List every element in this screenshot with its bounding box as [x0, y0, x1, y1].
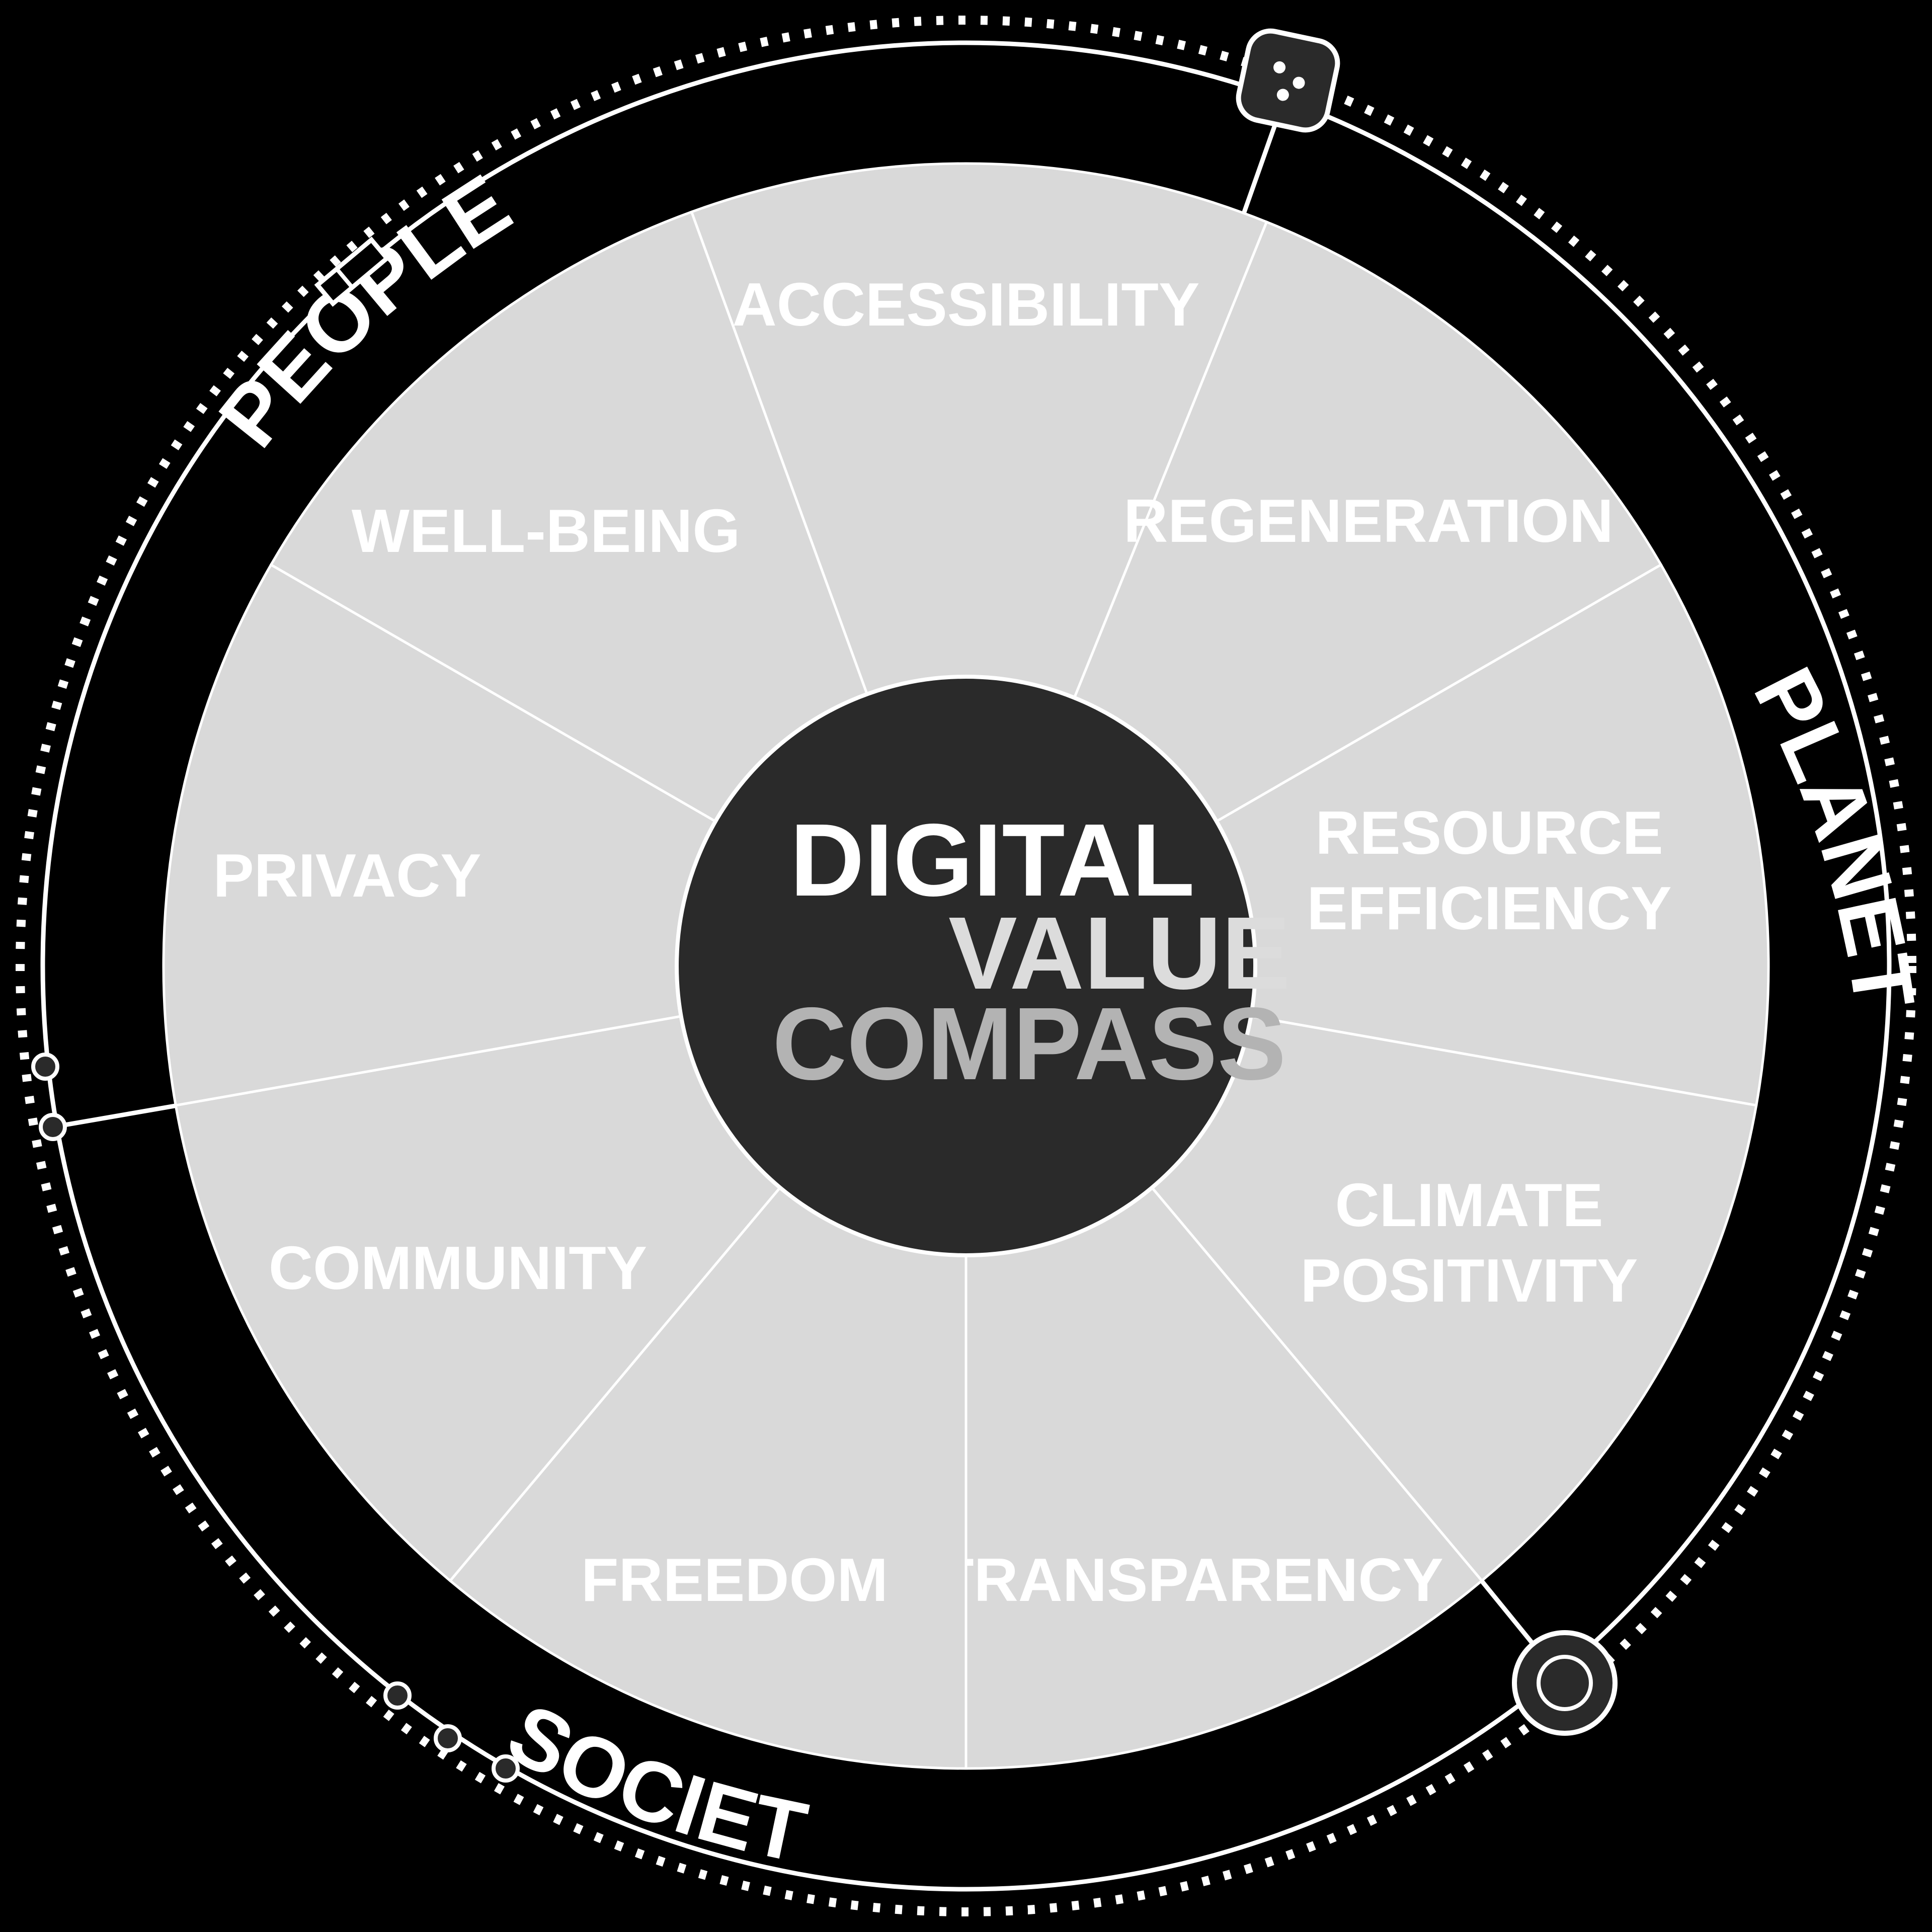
- value-segments: ACCESSIBILITY REGENERATION RESOURCE EFFICIE…: [162, 162, 1770, 1770]
- outer-dotted-ring: [16, 16, 1916, 1916]
- center-title-digital: DIGITAL: [790, 802, 1195, 918]
- segment-label-regeneration: REGENERATION: [1123, 487, 1614, 555]
- node-dot-icon: [31, 1053, 520, 1783]
- center-circle: [675, 675, 1257, 1257]
- segment-label-well-being: WELL-BEING: [352, 497, 741, 565]
- center-title-compass: COMPASS: [772, 986, 1286, 1101]
- segment-label-freedom: FREEDOM: [581, 1546, 888, 1614]
- segment-label-community: COMMUNITY: [269, 1234, 647, 1302]
- usb-stick-icon: [314, 236, 390, 307]
- dice-icon: [1236, 28, 1340, 133]
- center-title-value: VALUE: [948, 896, 1291, 1011]
- segment-label-transparency: TRANSPARENCY: [936, 1546, 1443, 1614]
- segment-label-privacy: PRIVACY: [213, 841, 481, 910]
- segment-label-resource-efficiency-line2: EFFICIENCY: [1307, 874, 1671, 942]
- record-button-icon: [1512, 1630, 1618, 1736]
- segment-label-climate-positivity-line2: POSITIVITY: [1300, 1246, 1638, 1315]
- segment-label-accessibility: ACCESSIBILITY: [733, 270, 1200, 339]
- orbit-ring: [40, 40, 1892, 1892]
- people-society-connector: [52, 1102, 184, 1130]
- segment-label-climate-positivity-line1: CLIMATE: [1335, 1171, 1603, 1239]
- segment-label-resource-efficiency-line1: RESOURCE: [1315, 798, 1663, 867]
